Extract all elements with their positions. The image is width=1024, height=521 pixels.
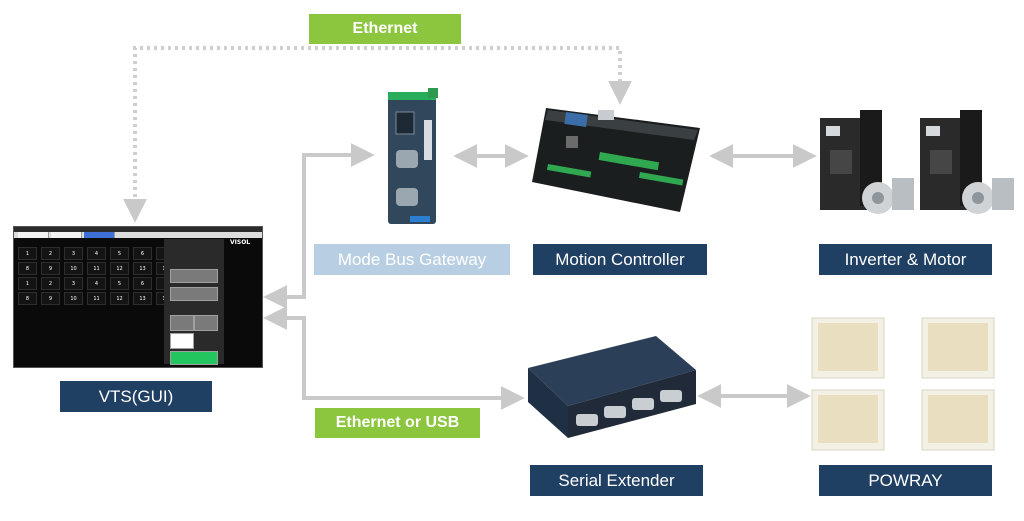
gui-channel-grid: 12345678910111213141234567891011121314 [18, 247, 175, 305]
motion-controller-image [532, 108, 700, 212]
gui-channel-cell: 2 [41, 247, 60, 260]
gui-channel-cell: 1 [18, 247, 37, 260]
gui-side-button [194, 315, 218, 331]
inverter-motor-image-1 [820, 110, 914, 214]
gui-channel-cell: 9 [41, 292, 60, 305]
gui-channel-cell: 2 [41, 277, 60, 290]
gateway-device-image [388, 88, 438, 224]
gui-side-button [170, 315, 194, 331]
serial-extender-label: Serial Extender [530, 465, 703, 496]
gui-channel-cell: 3 [64, 277, 83, 290]
gui-tab [51, 232, 82, 238]
gui-channel-cell: 12 [110, 292, 129, 305]
gateway-label: Mode Bus Gateway [314, 244, 510, 275]
serial-extender-image [528, 336, 696, 438]
gui-tabs [14, 232, 262, 238]
gui-channel-cell: 9 [41, 262, 60, 275]
powray-light-image-3 [811, 389, 885, 451]
powray-light-image-4 [921, 389, 995, 451]
gui-titlebar [14, 227, 262, 232]
ethernet-or-usb-label: Ethernet or USB [315, 408, 480, 438]
gui-channel-cell: 5 [110, 277, 129, 290]
gui-channel-cell: 4 [87, 277, 106, 290]
gui-channel-cell: 6 [133, 247, 152, 260]
gui-tab [18, 232, 49, 238]
gui-channel-cell: 3 [64, 247, 83, 260]
gui-channel-cell: 4 [87, 247, 106, 260]
motion-controller-label: Motion Controller [533, 244, 707, 275]
gui-channel-cell: 1 [18, 277, 37, 290]
vts-label: VTS(GUI) [60, 381, 212, 412]
gui-side-panel [164, 239, 224, 365]
ethernet-dotted-connector [123, 46, 632, 223]
gui-channel-cell: 13 [133, 292, 152, 305]
gui-channel-cell: 12 [110, 262, 129, 275]
vts-serial-connector [263, 306, 525, 410]
gui-channel-cell: 8 [18, 262, 37, 275]
powray-light-image-2 [921, 317, 995, 379]
gui-channel-cell: 6 [133, 277, 152, 290]
gui-channel-cell: 11 [87, 262, 106, 275]
inverter-motor-label: Inverter & Motor [819, 244, 992, 275]
gui-side-button [170, 333, 194, 349]
gui-logo: VISOL [230, 239, 251, 246]
gui-channel-cell: 13 [133, 262, 152, 275]
gui-channel-cell: 10 [64, 262, 83, 275]
gui-channel-cell: 10 [64, 292, 83, 305]
gui-channel-cell: 11 [87, 292, 106, 305]
powray-light-image-1 [811, 317, 885, 379]
gui-side-button [170, 269, 218, 283]
inverter-motor-image-2 [920, 110, 1014, 214]
gui-side-button-green [170, 351, 218, 365]
ethernet-label: Ethernet [309, 14, 461, 44]
powray-label: POWRAY [819, 465, 992, 496]
vts-gui-screenshot: 12345678910111213141234567891011121314 V… [13, 226, 263, 368]
gui-tab-active [84, 232, 115, 238]
vts-gateway-connector [263, 143, 375, 309]
gui-side-button [170, 287, 218, 301]
gui-channel-cell: 5 [110, 247, 129, 260]
gui-channel-cell: 8 [18, 292, 37, 305]
